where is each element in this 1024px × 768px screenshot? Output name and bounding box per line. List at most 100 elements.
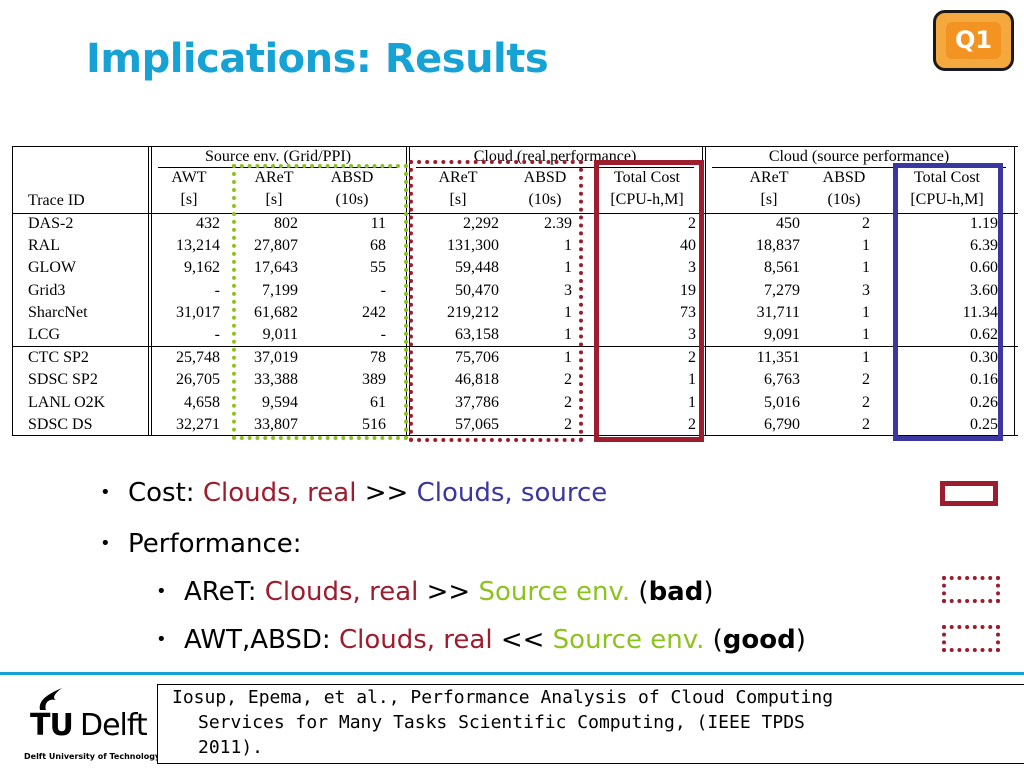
bullet-dot-icon: • [100, 533, 111, 554]
legend-solid-box-icon [940, 481, 998, 506]
table-column-divider [148, 146, 152, 436]
logo-tu: TU [30, 708, 74, 743]
bullet-term-b: Source env. [478, 577, 631, 607]
table-column-unit: [s] [760, 191, 778, 208]
table-row-trace-id: Grid3 [28, 281, 66, 299]
table-column-header: ABSD [523, 169, 567, 186]
table-cell: 3 [564, 281, 572, 299]
table-cell: 7,279 [764, 281, 800, 299]
table-cell: 1 [862, 303, 870, 321]
table-column-divider [1014, 146, 1015, 436]
table-cell: 61,682 [254, 303, 298, 321]
table-cell: 2 [862, 415, 870, 433]
table-cell: 68 [370, 237, 386, 255]
bullet-label: AReT: [184, 577, 265, 607]
table-cell: 242 [362, 303, 386, 321]
table-cell: 0.16 [970, 371, 998, 389]
table-group-header: Cloud (source performance) [768, 148, 950, 165]
table-group-header: Source env. (Grid/PPI) [204, 148, 352, 165]
bullet-term-b: Clouds, source [416, 478, 608, 508]
table-cell: 40 [680, 237, 696, 255]
table-group-header: Cloud (real performance) [473, 148, 637, 165]
table-cell: 3.60 [970, 281, 998, 299]
table-cell: 802 [274, 215, 298, 232]
table-cell: 11.34 [962, 303, 998, 321]
table-row-trace-id: RAL [28, 237, 60, 255]
table-column-divider [12, 146, 13, 436]
table-cell: 55 [370, 259, 386, 277]
citation-line: 2011). [198, 737, 264, 758]
table-rule-header [12, 213, 1018, 214]
table-cell: 63,158 [455, 326, 499, 343]
table-cell: 6,790 [764, 415, 800, 433]
legend-dotted-box-icon [942, 576, 1000, 603]
table-cell: 2 [862, 371, 870, 389]
table-cell: 8,561 [764, 259, 800, 277]
table-column-unit: (10s) [827, 191, 861, 208]
bullet-term-a: Clouds, real [264, 577, 419, 607]
table-cell: - [214, 281, 220, 299]
table-cell: 432 [196, 215, 220, 232]
bullet-term-a: Clouds, real [202, 478, 357, 508]
citation-line: Services for Many Tasks Scientific Compu… [198, 712, 805, 733]
bullet-paren-close: ) [795, 625, 806, 655]
bullet-performance: • Performance: [100, 527, 302, 561]
table-cell: 9,011 [262, 326, 298, 343]
table-cell: 2,292 [463, 215, 499, 232]
bullet-label: Performance: [128, 529, 302, 559]
table-cell: 33,388 [254, 371, 298, 389]
table-rule-top [12, 146, 1018, 147]
bullet-verdict: good [722, 625, 796, 655]
table-cell: 1 [862, 259, 870, 277]
table-cell: 2 [564, 371, 572, 389]
bullet-dot-icon: • [100, 482, 111, 503]
table-cell: 2 [862, 215, 870, 232]
table-cell: 6,763 [764, 371, 800, 389]
table-cell: 2 [862, 393, 870, 411]
table-cell: 1 [564, 237, 572, 255]
table-cell: 1 [564, 326, 572, 343]
table-cell: 59,448 [455, 259, 499, 277]
bullet-label: Cost: [128, 478, 203, 508]
table-row-trace-id: LCG [28, 326, 60, 343]
table-cell: 2 [688, 215, 696, 232]
bullet-operator: >> [418, 577, 479, 607]
table-column-header: Total Cost [614, 169, 680, 186]
table-cell: 1 [564, 259, 572, 277]
table-cell: 3 [862, 281, 870, 299]
table-row-trace-id: DAS-2 [28, 215, 74, 232]
table-column-unit: [s] [180, 191, 198, 208]
table-row-trace-id: CTC SP2 [28, 349, 89, 367]
table-cell: 1 [862, 237, 870, 255]
table-cell: 31,017 [176, 303, 220, 321]
table-column-unit: (10s) [528, 191, 562, 208]
table-cell: 13,214 [176, 237, 220, 255]
citation-box: Iosup, Epema, et al., Performance Analys… [157, 684, 1024, 764]
table-cell: - [380, 281, 386, 299]
table-cell: 31,711 [756, 303, 800, 321]
table-cell: 11 [370, 215, 386, 232]
table-cell: 1 [564, 303, 572, 321]
table-cell: 9,162 [184, 259, 220, 277]
table-cell: 389 [362, 371, 386, 389]
table-cell: 131,300 [447, 237, 499, 255]
legend-dotted-box-icon [942, 625, 1000, 652]
bullet-verdict: bad [648, 577, 704, 607]
table-cell: 25,748 [176, 349, 220, 367]
table-cell: 516 [362, 415, 386, 433]
table-cell: 75,706 [455, 349, 499, 367]
table-column-unit: [CPU-h,M] [910, 191, 984, 208]
table-cell: 2 [688, 349, 696, 367]
table-column-header: AReT [749, 169, 789, 186]
table-cell: 37,019 [254, 349, 298, 367]
table-cell: 2 [688, 415, 696, 433]
table-cell: 73 [680, 303, 696, 321]
table-cell: 1 [862, 349, 870, 367]
table-cell: 1.19 [970, 215, 998, 232]
table-row-trace-id: SDSC SP2 [28, 371, 98, 389]
table-cell: 2.39 [544, 215, 572, 232]
table-cell: 17,643 [254, 259, 298, 277]
table-header-trace-id: Trace ID [28, 192, 85, 209]
table-cell: 1 [564, 349, 572, 367]
bullet-operator: >> [356, 478, 417, 508]
